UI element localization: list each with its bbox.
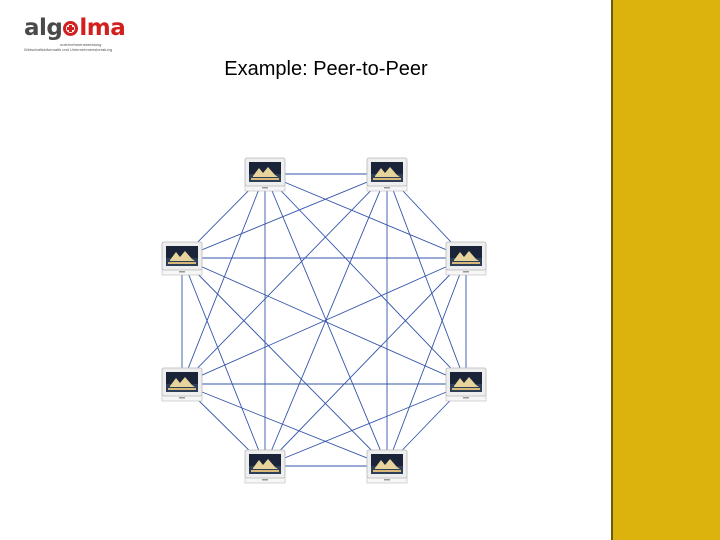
logo-text-right: lma [79, 15, 126, 41]
computer-8-icon [161, 241, 203, 276]
link-2-8 [181, 173, 388, 259]
computer-3-icon [445, 241, 487, 276]
link-2-4 [386, 173, 467, 385]
link-3-5 [386, 257, 467, 467]
link-1-4 [264, 173, 467, 385]
slide-title: Example: Peer-to-Peer [224, 58, 428, 80]
computer-1-icon [244, 157, 286, 192]
computer-6-icon [244, 449, 286, 484]
link-5-7 [181, 383, 388, 467]
link-2-7 [181, 173, 388, 385]
computer-5-icon [366, 449, 408, 484]
link-3-6 [264, 257, 467, 467]
accent-sidebar [611, 0, 720, 540]
computer-2-icon [366, 157, 408, 192]
link-1-3 [264, 173, 467, 259]
logo-plus-icon [63, 21, 79, 36]
network-nodes [161, 157, 487, 484]
computer-4-icon [445, 367, 487, 402]
link-4-6 [264, 383, 467, 467]
link-6-8 [181, 257, 266, 467]
link-5-8 [181, 257, 388, 467]
link-4-8 [181, 257, 467, 385]
logo-tagline-1: unternehmensberatung [60, 42, 102, 47]
computer-7-icon [161, 367, 203, 402]
network-links [181, 173, 467, 467]
logo-tagline-2: Wirtschaftsinformatik und Unternehmensbe… [24, 47, 113, 52]
logo-text-left: alg [24, 15, 63, 41]
peer-to-peer-diagram [161, 157, 487, 484]
link-1-7 [181, 173, 266, 385]
